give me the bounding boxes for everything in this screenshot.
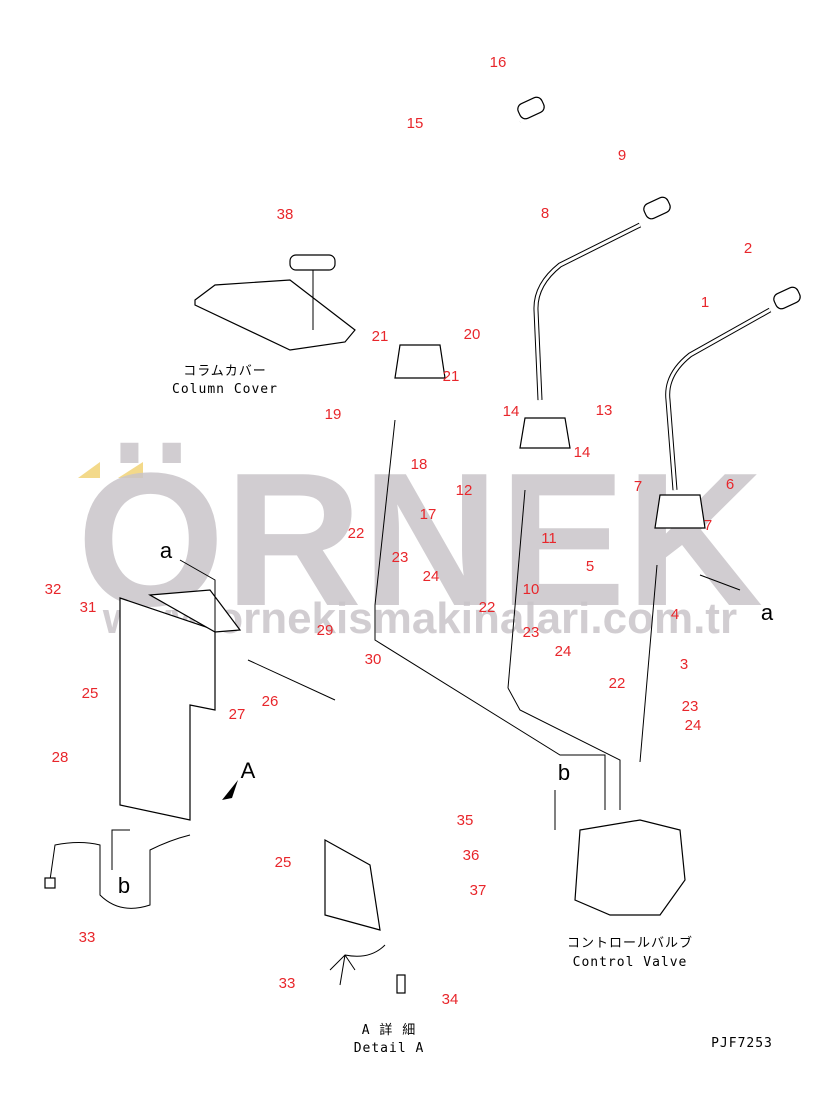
view-letter-b: b	[558, 760, 570, 785]
view-letter-a: a	[160, 538, 173, 563]
callout: 18	[411, 456, 428, 473]
lever-15	[394, 96, 545, 379]
callout: 34	[442, 991, 459, 1008]
callout: 25	[275, 854, 292, 871]
callout: 8	[541, 205, 549, 222]
callout: 33	[279, 975, 296, 992]
callout: 2	[744, 240, 752, 257]
callout: 15	[407, 115, 424, 132]
column-cover-label: Column Cover	[172, 382, 278, 397]
callout: 10	[523, 581, 540, 598]
detail-a-label-jp: A 詳 細	[362, 1022, 416, 1038]
callout: 12	[456, 482, 473, 499]
callout: 23	[682, 698, 699, 715]
callout: 22	[479, 599, 496, 616]
callout: 6	[726, 476, 734, 493]
callout: 24	[423, 568, 440, 585]
callout: 33	[79, 929, 96, 946]
callouts: 16 15 9 8 2 38 1 21 20 21 19 14 13 18 14…	[45, 54, 753, 1008]
callout: 31	[80, 599, 97, 616]
callout: 9	[618, 147, 626, 164]
callout: 35	[457, 812, 474, 829]
callout: 7	[704, 517, 712, 534]
callout: 7	[634, 478, 642, 495]
callout: 5	[586, 558, 594, 575]
detail-a-bracket	[324, 838, 381, 931]
callout: 22	[609, 675, 626, 692]
callout: 30	[365, 651, 382, 668]
callout: 14	[503, 403, 520, 420]
callout: 19	[325, 406, 342, 423]
callout: 25	[82, 685, 99, 702]
callout: 38	[277, 206, 294, 223]
callout: 37	[470, 882, 487, 899]
bracket	[119, 597, 216, 821]
callout: 14	[574, 444, 591, 461]
callout: 3	[680, 656, 688, 673]
callout: 21	[372, 328, 389, 345]
callout: 16	[490, 54, 507, 71]
callout: 23	[392, 549, 409, 566]
callout: 13	[596, 402, 613, 419]
callout: 22	[348, 525, 365, 542]
callout: 29	[317, 622, 334, 639]
watermark-accent-icon	[78, 462, 100, 478]
control-valve	[574, 819, 686, 916]
lever-8	[519, 196, 671, 449]
callout: 26	[262, 693, 279, 710]
callout: 17	[420, 506, 437, 523]
callout: 20	[464, 326, 481, 343]
control-valve-label: Control Valve	[573, 955, 688, 970]
callout: 23	[523, 624, 540, 641]
callout: 27	[229, 706, 246, 723]
captions: コラムカバー Column Cover コントロールバルブ Control Va…	[172, 364, 773, 1056]
column-cover-label-jp: コラムカバー	[183, 364, 267, 379]
view-letter-A: A	[241, 758, 256, 783]
control-valve-label-jp: コントロールバルブ	[567, 935, 693, 951]
callout: 24	[555, 643, 572, 660]
watermark-accent-icon	[118, 462, 143, 478]
callout: 28	[52, 749, 69, 766]
callout: 11	[541, 530, 557, 547]
callout: 32	[45, 581, 62, 598]
callout: 36	[463, 847, 480, 864]
view-letter-a: a	[761, 600, 774, 625]
lever-1	[654, 286, 801, 529]
detail-a-label: Detail A	[354, 1041, 425, 1056]
callout: 24	[685, 717, 702, 734]
callout: 21	[443, 368, 460, 385]
column-cover	[194, 279, 356, 351]
view-letter-b: b	[118, 873, 130, 898]
callout: 1	[701, 294, 709, 311]
view-letters: a a A b b	[118, 538, 774, 898]
callout: 4	[671, 606, 679, 623]
drawing-number: PJF7253	[711, 1036, 773, 1051]
